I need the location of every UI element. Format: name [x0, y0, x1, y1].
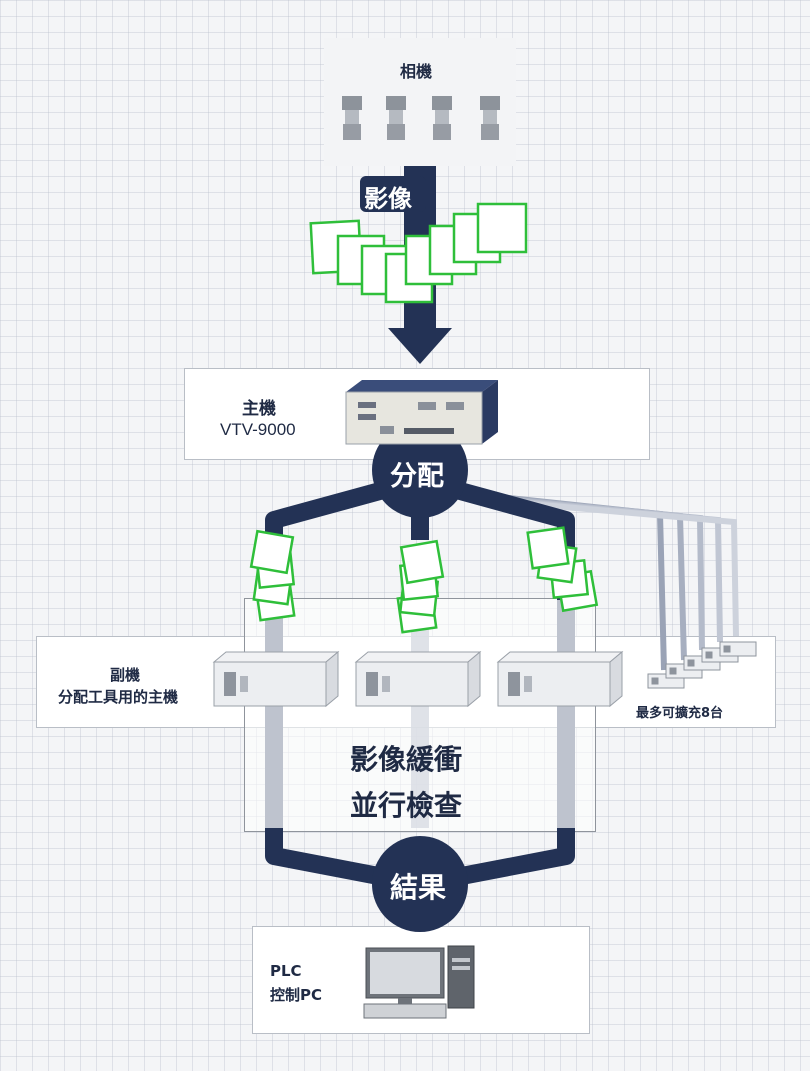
camera-label: 相機	[400, 62, 433, 81]
host-model: VTV-9000	[220, 420, 296, 439]
host-label: 主機	[242, 399, 276, 419]
camera-icon	[342, 96, 362, 140]
pc-label-line2: 控制PC	[270, 986, 323, 1004]
host-device-icon	[345, 380, 498, 445]
pc-label-line1: PLC	[270, 962, 302, 980]
distribute-circle	[372, 422, 468, 518]
processing-line2: 並行檢查	[350, 789, 463, 822]
result-label: 結果	[390, 871, 447, 904]
sub-label-line2: 分配工具用的主機	[58, 688, 179, 706]
sub-label-line1: 副機	[110, 666, 141, 684]
image-frames-center	[396, 539, 445, 634]
sub-device-icon	[212, 650, 340, 708]
image-frames-left	[249, 529, 296, 622]
extension-device-icons	[647, 641, 757, 689]
camera-icon	[480, 96, 500, 140]
processing-line1: 影像緩衝	[350, 743, 463, 776]
distribute-label: 分配	[390, 461, 444, 492]
camera-icons	[342, 96, 500, 140]
image-frames-top	[309, 202, 528, 304]
image-frames-right	[526, 526, 599, 613]
image-label-badge	[360, 176, 426, 212]
pc-icon	[363, 945, 475, 1019]
extend-label: 最多可擴充8台	[636, 706, 724, 721]
sub-device-icon	[496, 650, 624, 708]
camera-icon	[386, 96, 406, 140]
camera-icon	[432, 96, 452, 140]
result-circle	[372, 836, 468, 932]
extension-lines	[489, 493, 739, 671]
sub-device-icon	[354, 650, 482, 708]
image-label: 影像	[364, 185, 412, 213]
